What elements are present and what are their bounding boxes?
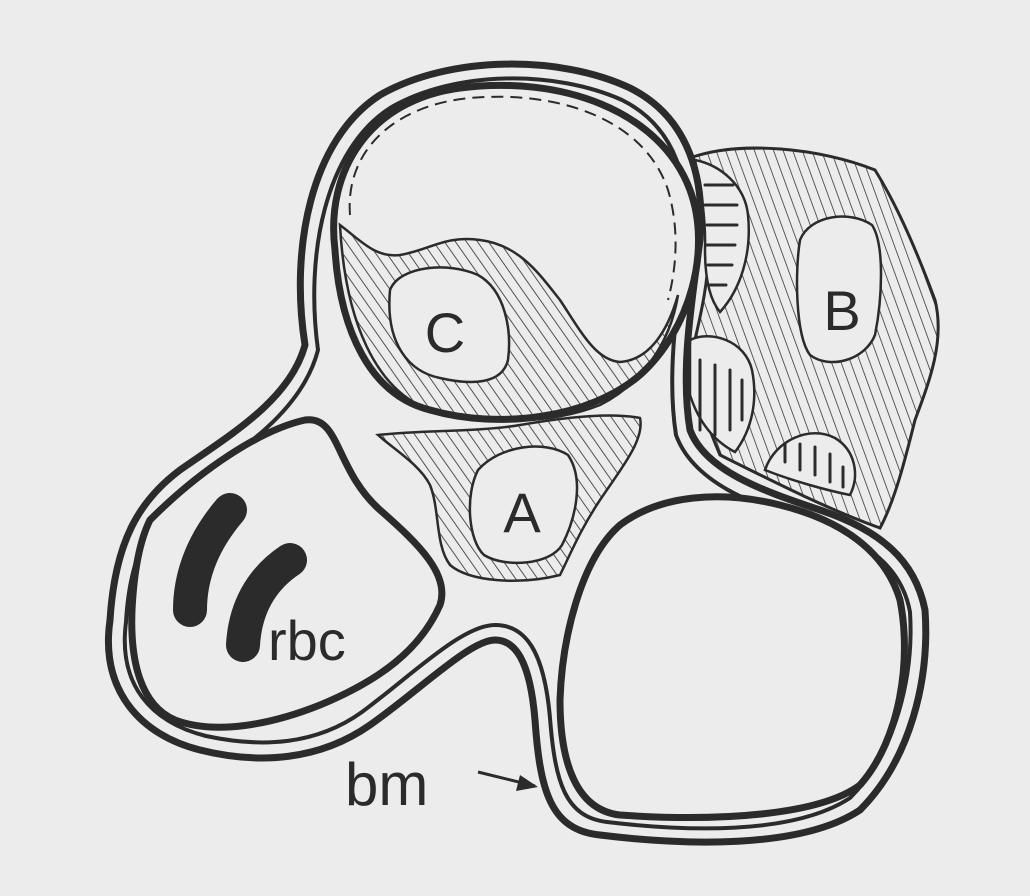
- label-rbc: rbc: [268, 609, 346, 672]
- capillary-right-wall: [560, 497, 904, 818]
- label-cell-a: A: [503, 481, 541, 544]
- label-cell-b: B: [823, 279, 860, 342]
- label-cell-c: C: [425, 301, 465, 364]
- label-bm: bm: [345, 751, 428, 818]
